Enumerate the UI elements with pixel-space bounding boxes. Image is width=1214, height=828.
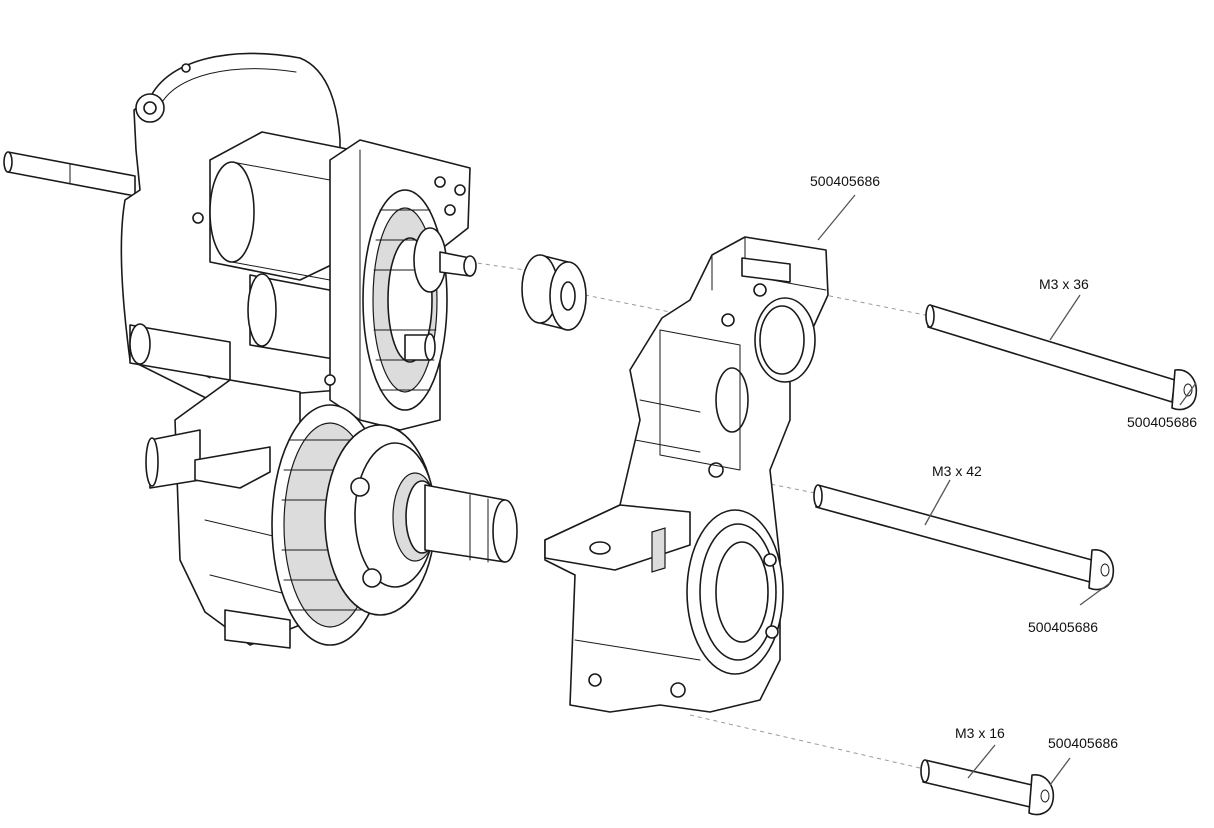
screw-m3x16: [920, 759, 1055, 816]
input-shaft: [3, 151, 136, 197]
callout-screw-short-size: M3 x 16: [955, 725, 1005, 741]
assembly-axis-lines: [469, 261, 931, 769]
leader-lines: [817, 194, 1197, 786]
callout-screw-mid-part-no: 500405686: [1028, 619, 1098, 635]
pinion-gear: [404, 227, 477, 361]
callout-screw-short-part-no: 500405686: [1048, 735, 1118, 751]
gearbox-assembly-left: [3, 52, 518, 649]
screw-m3x36: [925, 304, 1198, 411]
callout-case-half-part-no: 500405686: [810, 173, 880, 189]
spur-gear-upper: [362, 189, 448, 411]
callout-screw-long-size: M3 x 36: [1039, 276, 1089, 292]
gearbox-case-half-right: [544, 236, 829, 713]
screw-m3x42: [813, 484, 1115, 591]
callout-screw-mid-size: M3 x 42: [932, 463, 982, 479]
spacer-bearing: [521, 254, 587, 331]
callout-screw-long-part-no: 500405686: [1127, 414, 1197, 430]
differential-output: [324, 424, 518, 616]
